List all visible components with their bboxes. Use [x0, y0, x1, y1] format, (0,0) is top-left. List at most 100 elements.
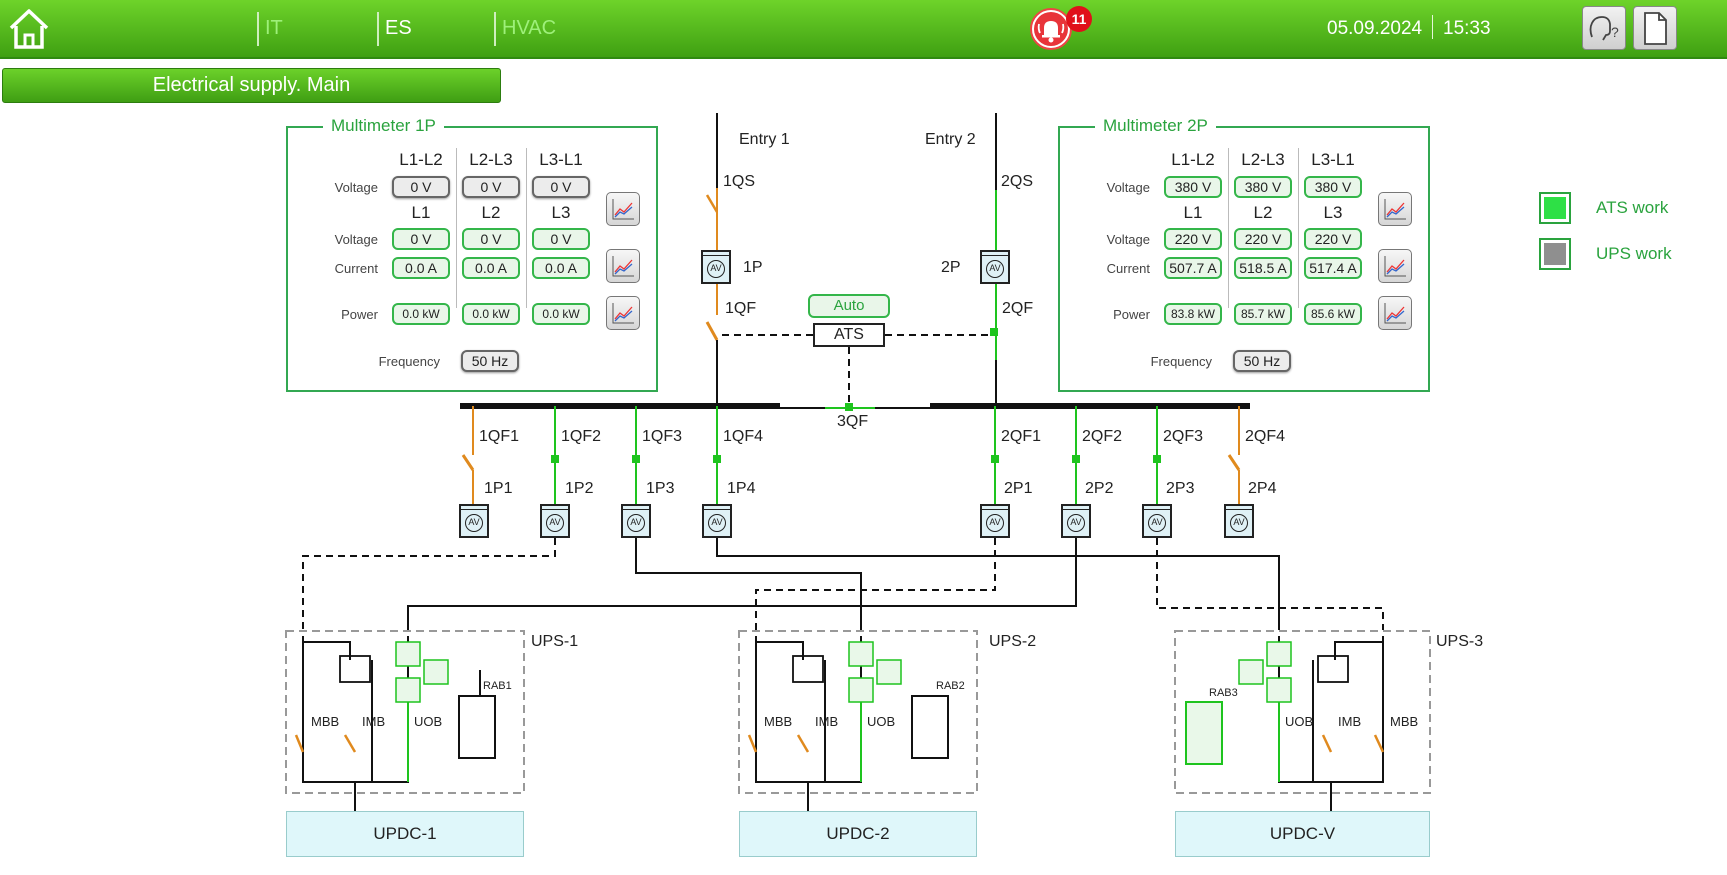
phase-voltage-l2: 0 V: [462, 228, 520, 250]
current-trend-chart-icon[interactable]: [606, 249, 640, 283]
battery-rab2-label: RAB2: [936, 680, 965, 692]
switch-1qs: [705, 194, 719, 213]
switch-1qf: [705, 321, 719, 341]
tab-divider: [257, 12, 259, 46]
frequency-value: 50 Hz: [461, 350, 519, 372]
ups-3-imb-label: IMB: [1338, 714, 1362, 729]
entry-1-label: Entry 1: [739, 131, 790, 148]
battery-rab3-label: RAB3: [1209, 687, 1238, 699]
breaker-2qf3-label[interactable]: 2QF3: [1163, 428, 1204, 445]
breaker-2qf1-label[interactable]: 2QF1: [1001, 428, 1042, 445]
meter-2p3-label: 2P3: [1166, 480, 1195, 497]
column-divider: [526, 148, 527, 308]
breaker-1qf4-label[interactable]: 1QF4: [723, 428, 764, 445]
load-updc-v[interactable]: UPDC-V: [1175, 811, 1430, 857]
header-l1-l2: L1-L2: [399, 150, 443, 169]
meter-2p2-icon[interactable]: AV: [1061, 504, 1091, 538]
breaker-1qf2-label[interactable]: 1QF2: [561, 428, 602, 445]
switch-2qs-label[interactable]: 2QS: [1001, 173, 1034, 190]
meter-1p3-icon[interactable]: AV: [621, 504, 651, 538]
power-trend-chart-icon[interactable]: [1378, 296, 1412, 330]
help-icon[interactable]: ?: [1582, 6, 1626, 50]
frequency-value: 50 Hz: [1233, 350, 1291, 372]
breaker-2qf2-label[interactable]: 2QF2: [1082, 428, 1123, 445]
meter-1p4-icon[interactable]: AV: [702, 504, 732, 538]
multimeter-2p-panel: Multimeter 2P L1-L2 L2-L3 L3-L1 Voltage …: [1058, 116, 1430, 392]
document-icon[interactable]: [1633, 6, 1677, 50]
ups-3-uob-label: UOB: [1285, 714, 1314, 729]
switch-1qs-label[interactable]: 1QS: [723, 173, 756, 190]
ups-2-label[interactable]: UPS-2: [989, 633, 1037, 650]
meter-2p3-icon[interactable]: AV: [1142, 504, 1172, 538]
ups-1-uob-label: UOB: [414, 714, 443, 729]
header-l2-l3: L2-L3: [1241, 150, 1285, 169]
alarm-count-badge: 11: [1066, 6, 1092, 32]
label-current: Current: [334, 261, 378, 276]
breaker-2qf-label[interactable]: 2QF: [1002, 300, 1034, 317]
line-voltage-l2-l3: 380 V: [1234, 176, 1292, 198]
header-l1: L1: [411, 203, 431, 222]
label-frequency: Frequency: [378, 354, 440, 369]
ats-work-indicator: [1539, 192, 1571, 224]
ats-mode-button[interactable]: Auto: [808, 294, 890, 318]
ups-1-label[interactable]: UPS-1: [531, 633, 579, 650]
meter-2p2-label: 2P2: [1085, 480, 1114, 497]
tab-hvac[interactable]: HVAC: [502, 17, 557, 39]
tab-es[interactable]: ES: [385, 17, 412, 39]
meter-1p1-icon[interactable]: AV: [459, 504, 489, 538]
line-voltage-l3-l1: 380 V: [1304, 176, 1362, 198]
meter-1p2-label: 1P2: [565, 480, 594, 497]
battery-rab1-label: RAB1: [483, 680, 512, 692]
column-divider: [456, 148, 457, 308]
home-icon[interactable]: [6, 6, 52, 52]
line-voltage-l1-l2: 380 V: [1164, 176, 1222, 198]
current-trend-chart-icon[interactable]: [1378, 249, 1412, 283]
voltage-trend-chart-icon[interactable]: [1378, 192, 1412, 226]
meter-2p-icon[interactable]: AV: [980, 250, 1010, 284]
breaker-2qf4-label[interactable]: 2QF4: [1245, 428, 1286, 445]
meter-1p3-label: 1P3: [646, 480, 675, 497]
ups-work-indicator: [1539, 238, 1571, 270]
breaker-1qf1-label[interactable]: 1QF1: [479, 428, 520, 445]
multimeter-2p-title: Multimeter 2P: [1095, 116, 1216, 136]
load-updc-2[interactable]: UPDC-2: [739, 811, 977, 857]
breaker-3qf-label[interactable]: 3QF: [837, 413, 869, 430]
current-l2: 0.0 A: [462, 257, 520, 279]
time-display: 15:33: [1443, 18, 1491, 39]
power-trend-chart-icon[interactable]: [606, 296, 640, 330]
page-title: Electrical supply. Main: [2, 68, 501, 103]
header-l3-l1: L3-L1: [539, 150, 583, 169]
svg-text:?: ?: [1611, 24, 1619, 40]
power-l3: 0.0 kW: [532, 303, 590, 325]
ups-3-label[interactable]: UPS-3: [1436, 633, 1484, 650]
breaker-1qf3-label[interactable]: 1QF3: [642, 428, 683, 445]
header-l2: L2: [1253, 203, 1273, 222]
meter-2p1-icon[interactable]: AV: [980, 504, 1010, 538]
tab-divider: [494, 12, 496, 46]
ups-2-uob-label: UOB: [867, 714, 896, 729]
label-power: Power: [341, 307, 378, 322]
header-l2: L2: [481, 203, 501, 222]
power-l2: 0.0 kW: [462, 303, 520, 325]
ups-1-mbb-label: MBB: [311, 714, 340, 729]
breaker-1qf-label[interactable]: 1QF: [725, 300, 757, 317]
label-frequency: Frequency: [1150, 354, 1212, 369]
meter-1p1-label: 1P1: [484, 480, 513, 497]
meter-1p-icon[interactable]: AV: [701, 250, 731, 284]
current-l3: 517.4 A: [1304, 257, 1362, 279]
label-current: Current: [1106, 261, 1150, 276]
ups-3-mbb-label: MBB: [1390, 714, 1419, 729]
datetime-divider: [1432, 15, 1433, 39]
meter-2p4-icon[interactable]: AV: [1224, 504, 1254, 538]
ats-block[interactable]: ATS: [813, 323, 885, 347]
load-updc-1[interactable]: UPDC-1: [286, 811, 524, 857]
voltage-trend-chart-icon[interactable]: [606, 192, 640, 226]
top-bar: IT ES HVAC 11 05.09.2024 15:33 ?: [0, 0, 1727, 59]
current-l1: 507.7 A: [1164, 257, 1222, 279]
header-l3: L3: [1323, 203, 1343, 222]
entry-2-label: Entry 2: [925, 131, 976, 148]
tab-it[interactable]: IT: [265, 17, 283, 39]
meter-1p2-icon[interactable]: AV: [540, 504, 570, 538]
alarm-bell-icon[interactable]: [1030, 8, 1072, 50]
label-power: Power: [1113, 307, 1150, 322]
